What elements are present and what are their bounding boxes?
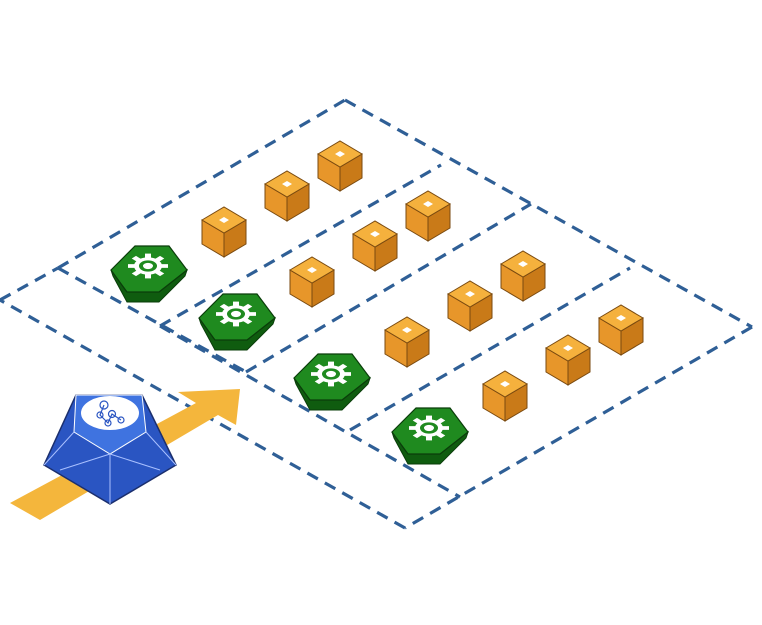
cube-marker [370, 231, 380, 237]
row-boundary-line [404, 325, 753, 530]
node-cube-icon [482, 370, 528, 422]
gear-icon [216, 301, 256, 327]
cube-marker [402, 327, 412, 333]
controller-block [110, 245, 189, 303]
cube-marker [219, 217, 229, 223]
cube-marker [282, 181, 292, 187]
row-2 [198, 190, 451, 351]
row-boundary-line [57, 266, 249, 375]
cube-marker [465, 291, 475, 297]
hub-emblem [81, 396, 139, 430]
row-3 [293, 250, 546, 411]
gear-icon [409, 415, 449, 441]
cube-marker [518, 261, 528, 267]
node-cube-icon [545, 334, 591, 386]
node-cube-icon [289, 256, 335, 308]
row-boundary-line [344, 98, 753, 329]
controller-block [198, 293, 277, 351]
controller-block [293, 353, 372, 411]
hub-facet-line [109, 453, 161, 471]
row-boundary-line [349, 266, 631, 432]
gear-icon [311, 361, 351, 387]
cube-marker [563, 345, 573, 351]
cube-marker [500, 381, 510, 387]
row-boundary-line [159, 324, 461, 499]
gear-icon [128, 253, 168, 279]
cube-marker [423, 201, 433, 207]
node-cube-icon [201, 206, 247, 258]
row-boundary-line [0, 298, 406, 530]
hub-facet-line [59, 453, 111, 471]
row-boundary-line [245, 202, 532, 374]
row-1 [110, 140, 363, 303]
node-cube-icon [405, 190, 451, 242]
node-cube-icon [447, 280, 493, 332]
controller-block [391, 407, 470, 465]
row-4 [391, 304, 644, 465]
network-icon [96, 400, 125, 427]
node-cube-icon [264, 170, 310, 222]
hub-icon [43, 394, 177, 505]
row-contents [110, 140, 644, 465]
cube-marker [335, 151, 345, 157]
node-cube-icon [500, 250, 546, 302]
node-cube-icon [352, 220, 398, 272]
hub-group [43, 394, 177, 505]
cube-marker [307, 267, 317, 273]
row-boundary-line [57, 98, 346, 270]
hub-facet-line [43, 431, 75, 466]
row-boundary-line [159, 163, 442, 328]
node-cube-icon [598, 304, 644, 356]
cube-marker [616, 315, 626, 321]
node-cube-icon [384, 316, 430, 368]
node-cube-icon [317, 140, 363, 192]
row-boundaries [0, 98, 753, 530]
row-boundary-line [0, 266, 59, 302]
hub-facet-line [145, 431, 177, 466]
